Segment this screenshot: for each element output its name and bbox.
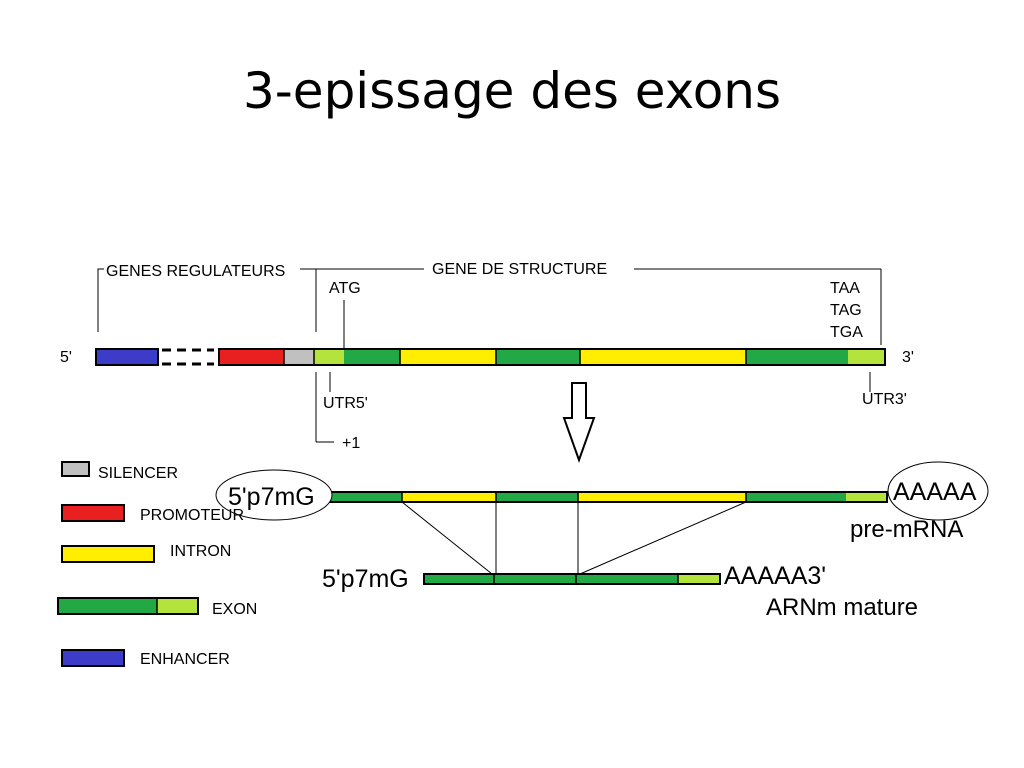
legend-enhancer-swatch	[61, 649, 125, 667]
pre-mrna-tail-ellipse	[887, 461, 989, 521]
tss-label: +1	[342, 435, 360, 452]
mature-mrna-cap-label: 5'p7mG	[322, 565, 409, 593]
slide-title: 3-epissage des exons	[242, 62, 782, 120]
exon-segment-2	[496, 350, 580, 364]
legend-intron-swatch	[61, 545, 155, 563]
legend-enhancer-label: ENHANCER	[140, 651, 230, 668]
gene-bar	[95, 348, 886, 366]
mature-mrna-bar	[423, 573, 721, 585]
pre-mrna-cap-ellipse	[215, 469, 333, 521]
pre-mrna-cap-label: 5'p7mG	[228, 483, 315, 511]
bracket-lines	[97, 268, 882, 443]
structure-gene-label: GENE DE STRUCTURE	[432, 261, 607, 278]
utr3-label: UTR3'	[862, 391, 907, 408]
utr5-segment	[314, 350, 344, 364]
stop-codon-tag: TAG	[830, 302, 862, 319]
exon-segment-1	[344, 350, 400, 364]
pre-mrna-bar	[326, 491, 888, 503]
start-codon-label: ATG	[329, 280, 361, 297]
exon-segment-3	[746, 350, 848, 364]
legend-intron-label: INTRON	[170, 543, 231, 560]
regulatory-genes-label: GENES REGULATEURS	[106, 263, 285, 280]
legend-utr-swatch	[157, 599, 197, 613]
utr5-label: UTR5'	[323, 395, 368, 412]
stop-codon-taa: TAA	[830, 280, 860, 297]
promoter-segment	[220, 350, 284, 364]
three-prime-label: 3'	[902, 349, 914, 366]
down-arrow-icon	[562, 382, 596, 463]
pre-mrna-tail-label: AAAAA	[893, 478, 977, 506]
mature-mrna-tail-label: AAAAA3'	[724, 562, 826, 590]
enhancer-segment	[95, 348, 159, 366]
silencer-segment	[284, 350, 314, 364]
pre-mrna-label: pre-mRNA	[850, 516, 963, 543]
splicing-lines	[401, 501, 747, 575]
legend-silencer-label: SILENCER	[98, 465, 178, 482]
intron-segment-1	[400, 350, 496, 364]
legend-silencer-swatch	[61, 461, 90, 477]
mature-mrna-label: ARNm mature	[766, 594, 918, 621]
five-prime-label: 5'	[60, 349, 72, 366]
utr3-segment	[848, 350, 884, 364]
legend: SILENCER PROMOTEUR INTRON EXON ENHANCER	[57, 461, 257, 668]
legend-exon-label: EXON	[212, 601, 257, 618]
intron-segment-2	[580, 350, 746, 364]
stop-codon-tga: TGA	[830, 324, 863, 341]
legend-promoter-label: PROMOTEUR	[140, 507, 244, 524]
legend-promoter-swatch	[61, 504, 125, 522]
